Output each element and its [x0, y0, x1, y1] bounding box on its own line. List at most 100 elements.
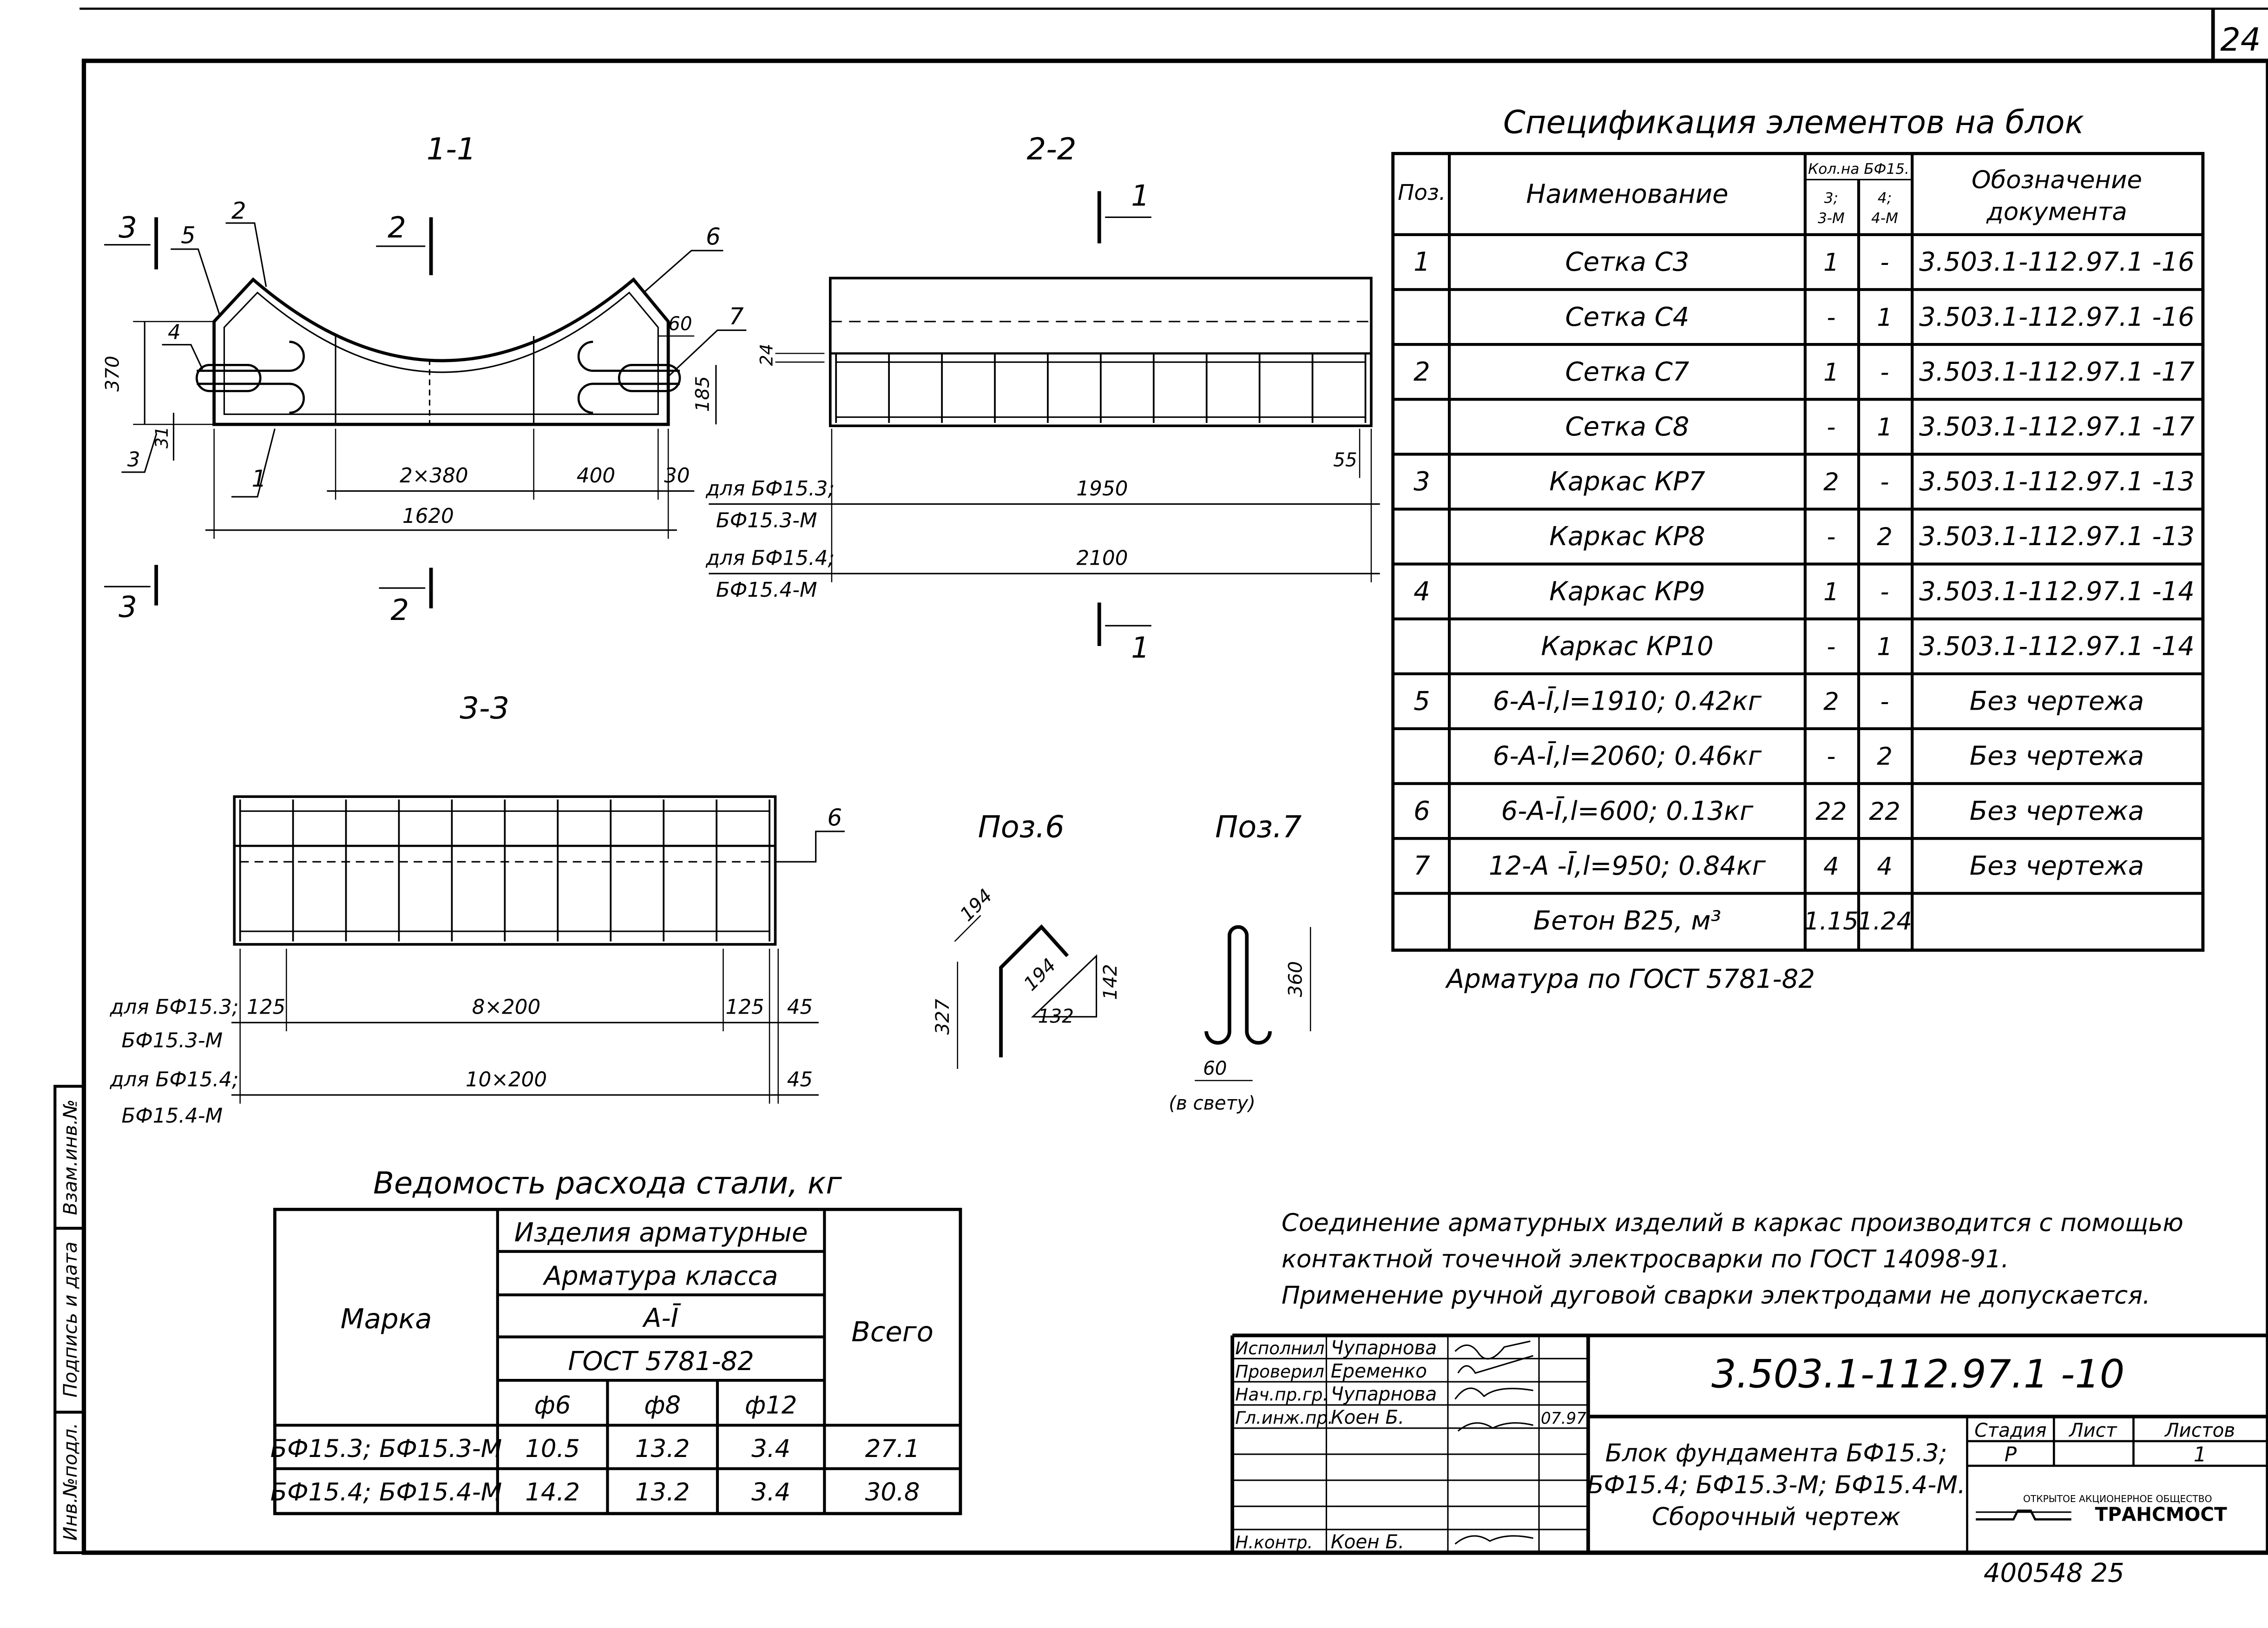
steel-header-d6: ф6 — [534, 1391, 571, 1420]
view-title-3-3: 3-3 — [460, 691, 509, 726]
signature-row: Н.контр.Коен Б. — [1235, 1531, 1404, 1553]
steel-row: БФ15.4; БФ15.4-М 14.2 13.2 3.4 30.8 — [270, 1478, 920, 1507]
callout-6: 6 — [706, 224, 721, 250]
role-cell: Гл.инж.пр. — [1235, 1408, 1333, 1428]
spec-cell-qty-b: 22 — [1869, 798, 1900, 826]
name-cell: Чупарнова — [1331, 1383, 1437, 1405]
spec-note: Арматура по ГОСТ 5781-82 — [1445, 964, 1815, 994]
steel-row: БФ15.3; БФ15.3-М 10.5 13.2 3.4 27.1 — [270, 1435, 920, 1463]
mark-1-top: 1 — [1131, 179, 1150, 213]
spec-cell-name: 12-А -Ī,l=950; 0.84кг — [1489, 850, 1766, 881]
spec-cell-name: 6-А-Ī,l=1910; 0.42кг — [1493, 686, 1762, 717]
spec-cell-doc: 3.503.1-112.97.1 -17 — [1919, 357, 2195, 387]
role-cell: Нач.пр.гр. — [1235, 1384, 1328, 1405]
steel-header-d12: ф12 — [745, 1391, 797, 1420]
signatures — [1454, 1340, 1534, 1545]
mark-3-top: 3 — [118, 211, 137, 244]
dim-194-b: 194 — [1019, 954, 1060, 995]
dim-194-a: 194 — [955, 884, 997, 926]
sheets-value: 1 — [2194, 1443, 2207, 1467]
page-number-box: 24 — [2211, 8, 2268, 63]
spec-cell-doc: Без чертежа — [1970, 686, 2144, 717]
block-outline — [212, 277, 670, 426]
page-number: 24 — [2220, 21, 2261, 59]
steel-cell-d12: 3.4 — [751, 1478, 790, 1507]
spec-cell-qty-b: 1 — [1877, 303, 1893, 332]
spec-cell-qty-a: 4 — [1823, 852, 1839, 881]
steel-cell-total: 30.8 — [865, 1478, 920, 1507]
steel-cell-d6: 14.2 — [525, 1478, 580, 1507]
spec-cell-pos: 4 — [1413, 576, 1430, 606]
mark-2-top: 2 — [388, 211, 406, 244]
spec-header-qty-b2: 4-М — [1871, 210, 1898, 227]
view-3-3: 3-3 6 125 8×200 125 45 10×200 45 для БФ1… — [110, 691, 845, 1127]
dim-24: 24 — [756, 344, 776, 366]
label-33-for-bf153: для БФ15.3; — [110, 996, 239, 1019]
spec-cell-doc: 3.503.1-112.97.1 -16 — [1919, 302, 2195, 332]
steel-cell-mark: БФ15.3; БФ15.3-М — [270, 1435, 502, 1463]
steel-cell-d8: 13.2 — [635, 1435, 690, 1463]
dim-60: 60 — [668, 313, 692, 335]
signature-row: Гл.инж.пр.Коен Б.07.97 — [1235, 1406, 1586, 1429]
spec-cell-qty-a: 2 — [1823, 468, 1839, 496]
label-clear-span: (в свету) — [1169, 1092, 1256, 1114]
date-cell: 07.97 — [1541, 1410, 1586, 1428]
spec-table: Спецификация элементов на блок Поз. Наим… — [1391, 104, 2205, 994]
dim-3: 3 — [127, 448, 140, 472]
handwritten-note: 400548 25 — [1984, 1558, 2124, 1588]
role-cell: Проверил — [1235, 1361, 1324, 1382]
name-cell: Еременко — [1331, 1360, 1427, 1382]
spec-cell-qty-a: 1 — [1823, 249, 1839, 277]
dim-327: 327 — [931, 999, 953, 1035]
spec-cell-qty-b: - — [1880, 578, 1889, 606]
spec-cell-name: Сетка С3 — [1565, 247, 1689, 277]
spec-cell-name: Сетка С7 — [1565, 357, 1689, 387]
dim-30: 30 — [664, 464, 690, 488]
company-line2: ТРАНСМОСТ — [2095, 1503, 2227, 1525]
spec-cell-qty-a: 1.15 — [1804, 907, 1859, 936]
spec-header-qty-a2: 3-М — [1818, 210, 1845, 227]
note-line: Соединение арматурных изделий в каркас п… — [1282, 1209, 2183, 1237]
spec-cell-name: 6-А-Ī,l=2060; 0.46кг — [1493, 741, 1762, 771]
callout-2: 2 — [231, 198, 246, 224]
dim-125-right: 125 — [726, 996, 764, 1019]
spec-cell-qty-a: 1 — [1823, 578, 1839, 606]
spec-cell-pos: 6 — [1413, 796, 1430, 826]
sheets-label: Листов — [2164, 1419, 2235, 1442]
steel-cell-d12: 3.4 — [751, 1435, 790, 1463]
spec-cell-doc: 3.503.1-112.97.1 -13 — [1919, 521, 2195, 552]
note-line: Применение ручной дуговой сварки электро… — [1282, 1281, 2150, 1310]
dim-360: 360 — [1284, 961, 1307, 997]
signature-row: Нач.пр.гр.Чупарнова — [1235, 1383, 1437, 1405]
label-for-bf153: для БФ15.3; — [705, 477, 835, 501]
label-33-bf154m: БФ15.4-М — [121, 1104, 223, 1127]
label-bf153m: БФ15.3-М — [716, 509, 817, 532]
steel-title: Ведомость расхода стали, кг — [373, 1166, 842, 1201]
loop-right — [577, 341, 680, 372]
spec-cell-name: Каркас КР10 — [1541, 631, 1713, 661]
spec-cell-qty-b: - — [1880, 249, 1889, 277]
callout-4: 4 — [168, 321, 181, 344]
dim-370: 370 — [101, 356, 123, 391]
view-3-3-bars — [239, 799, 770, 942]
spec-cell-doc: 3.503.1-112.97.1 -16 — [1919, 247, 2195, 277]
role-cell: Н.контр. — [1235, 1532, 1313, 1553]
spec-cell-name: 6-А-Ī,l=600; 0.13кг — [1501, 796, 1754, 826]
spec-cell-pos: 5 — [1413, 686, 1430, 717]
callout-1: 1 — [252, 465, 267, 492]
dim-142: 142 — [1099, 964, 1121, 1000]
view-title-pos6: Поз.6 — [978, 809, 1065, 844]
view-title-1-1: 1-1 — [427, 132, 476, 167]
doc-code: 3.503.1-112.97.1 -10 — [1711, 1351, 2124, 1397]
